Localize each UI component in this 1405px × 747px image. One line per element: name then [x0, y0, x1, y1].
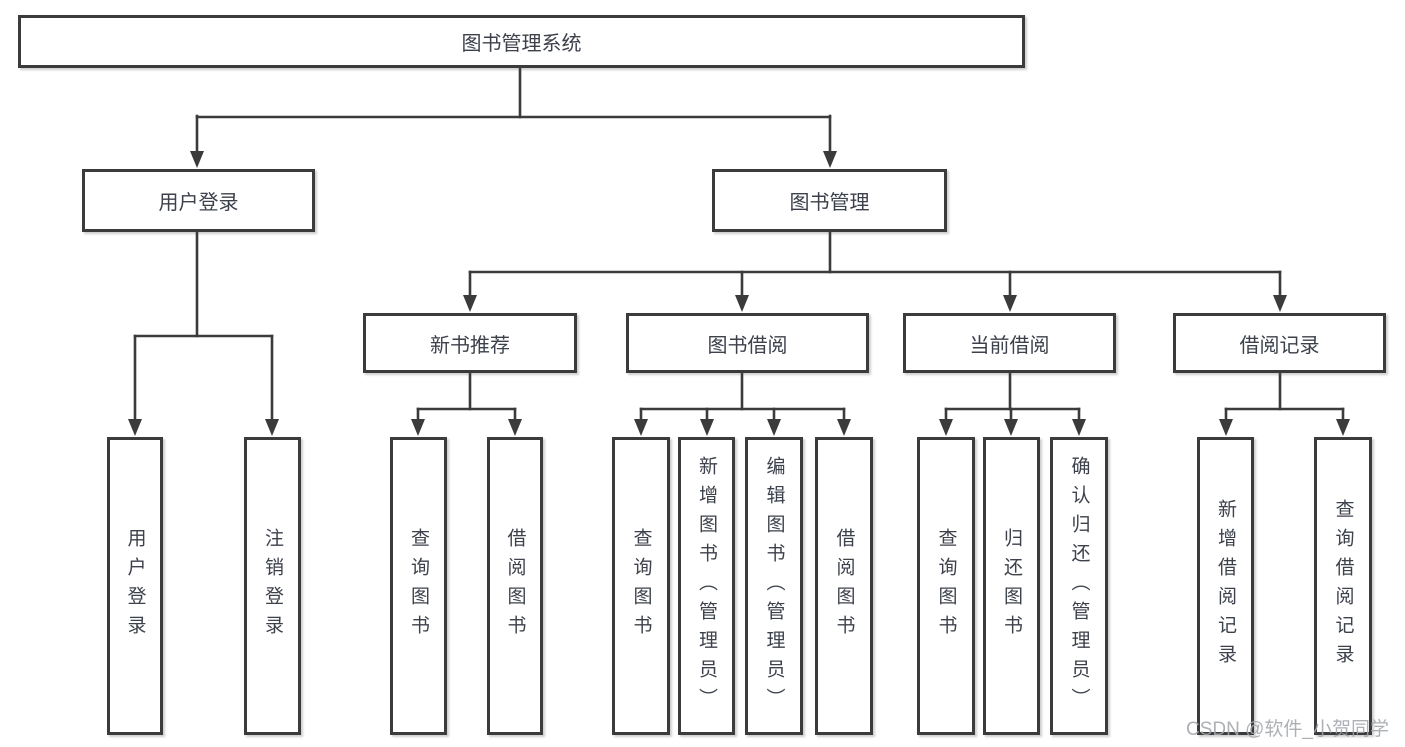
leaf-borrow-books-recommend: 借阅图书: [487, 437, 543, 735]
leaf-query-books-borrow: 查询图书: [612, 437, 670, 735]
leaf-query-borrow-record: 查询借阅记录: [1314, 437, 1372, 735]
leaf-confirm-return-admin: 确认归还（管理员）: [1050, 437, 1108, 735]
leaf-borrow-books: 借阅图书: [815, 437, 873, 735]
leaf-edit-books-admin: 编辑图书（管理员）: [745, 437, 803, 735]
leaf-user-login: 用户登录: [107, 437, 163, 735]
node-book-borrow: 图书借阅: [626, 313, 869, 373]
leaf-query-books-recommend: 查询图书: [390, 437, 447, 735]
leaf-query-books-current: 查询图书: [917, 437, 975, 735]
node-current-borrow: 当前借阅: [903, 313, 1116, 373]
leaf-add-borrow-record: 新增借阅记录: [1197, 437, 1254, 735]
node-new-book-recommend: 新书推荐: [363, 313, 577, 373]
leaf-add-books-admin: 新增图书（管理员）: [678, 437, 735, 735]
node-book-management: 图书管理: [712, 169, 947, 232]
leaf-return-books: 归还图书: [983, 437, 1040, 735]
root-node: 图书管理系统: [18, 15, 1025, 68]
csdn-watermark: CSDN @软件_小贺同学: [1186, 719, 1389, 740]
node-borrow-records: 借阅记录: [1173, 313, 1386, 373]
leaf-logout: 注销登录: [244, 437, 301, 735]
node-user-login: 用户登录: [82, 169, 315, 232]
